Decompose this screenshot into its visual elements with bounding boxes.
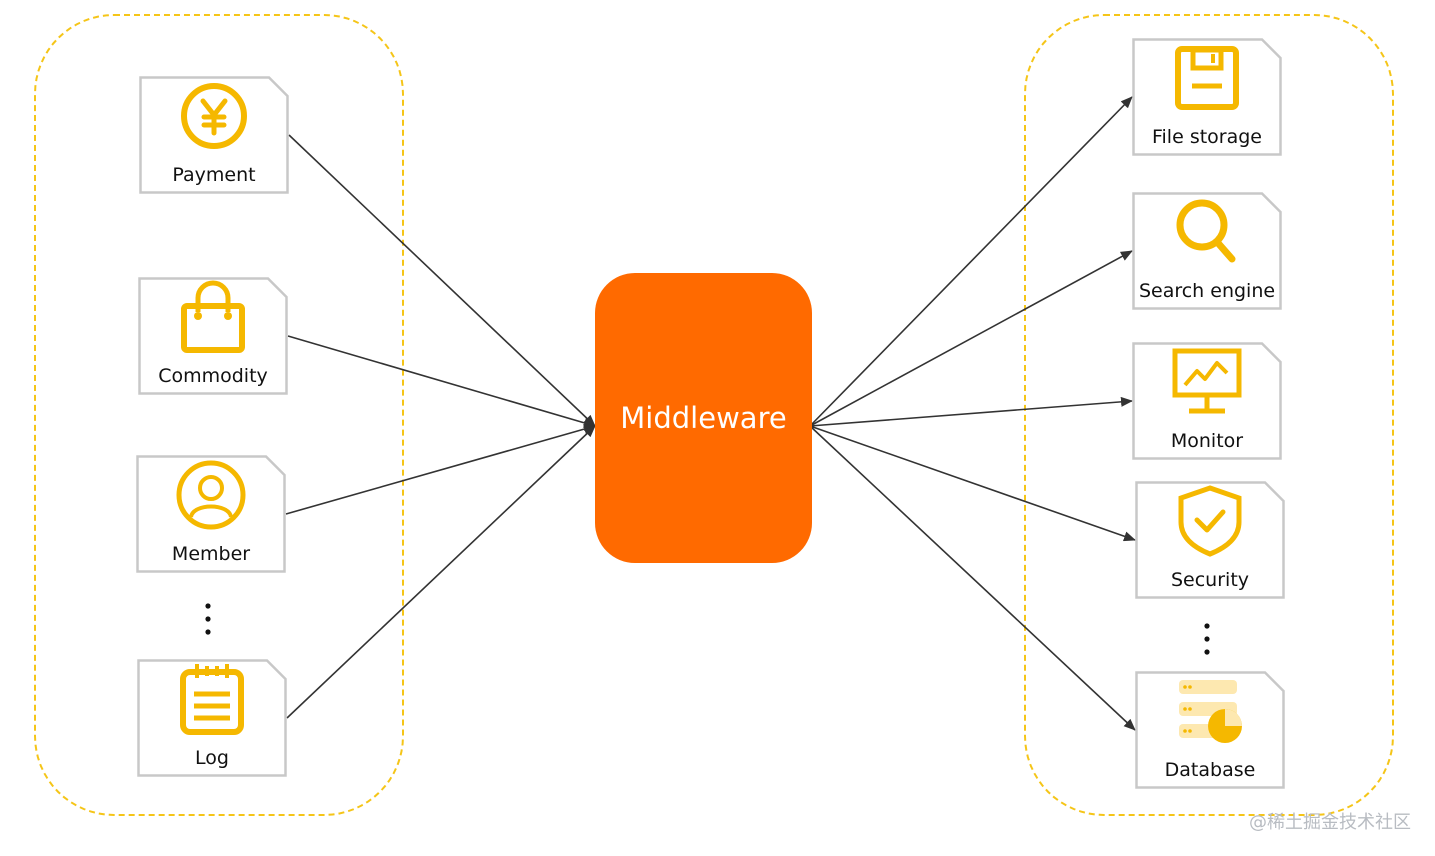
card-member: Member [136, 455, 286, 573]
card-outline [1135, 481, 1285, 599]
card-outline [138, 277, 288, 395]
card-label: Member [171, 543, 251, 565]
card-label: Search engine [1138, 280, 1276, 302]
card-monitor: Monitor [1132, 342, 1282, 460]
card-label: Database [1164, 759, 1256, 781]
card-log: Log [137, 659, 287, 777]
card-commodity: Commodity [138, 277, 288, 395]
shopping-bag-icon [138, 280, 288, 353]
user-icon [136, 459, 286, 531]
database-icon [1135, 675, 1285, 747]
middleware-label: Middleware [620, 401, 787, 435]
floppy-disk-icon [1132, 42, 1282, 114]
card-file-storage: File storage [1132, 38, 1282, 156]
middleware-node: Middleware [595, 273, 812, 563]
card-outline [1132, 38, 1282, 156]
targets-ellipsis [1202, 622, 1212, 658]
card-security: Security [1135, 481, 1285, 599]
monitor-icon [1132, 346, 1282, 418]
card-label: Log [195, 747, 229, 769]
notepad-icon [137, 663, 287, 735]
card-outline [1132, 192, 1282, 310]
card-label: Security [1170, 569, 1250, 591]
card-database: Database [1135, 671, 1285, 789]
magnifier-icon [1132, 196, 1282, 268]
watermark: @稀土掘金技术社区 [1249, 812, 1411, 833]
yen-coin-icon [139, 80, 289, 152]
card-label: Monitor [1170, 430, 1244, 452]
shield-check-icon [1135, 485, 1285, 557]
card-label: File storage [1151, 126, 1262, 148]
card-payment: Payment [139, 76, 289, 194]
card-search-engine: Search engine [1132, 192, 1282, 310]
card-label: Payment [172, 164, 256, 186]
sources-ellipsis [203, 602, 213, 638]
card-label: Commodity [158, 365, 268, 387]
card-outline [136, 455, 286, 573]
